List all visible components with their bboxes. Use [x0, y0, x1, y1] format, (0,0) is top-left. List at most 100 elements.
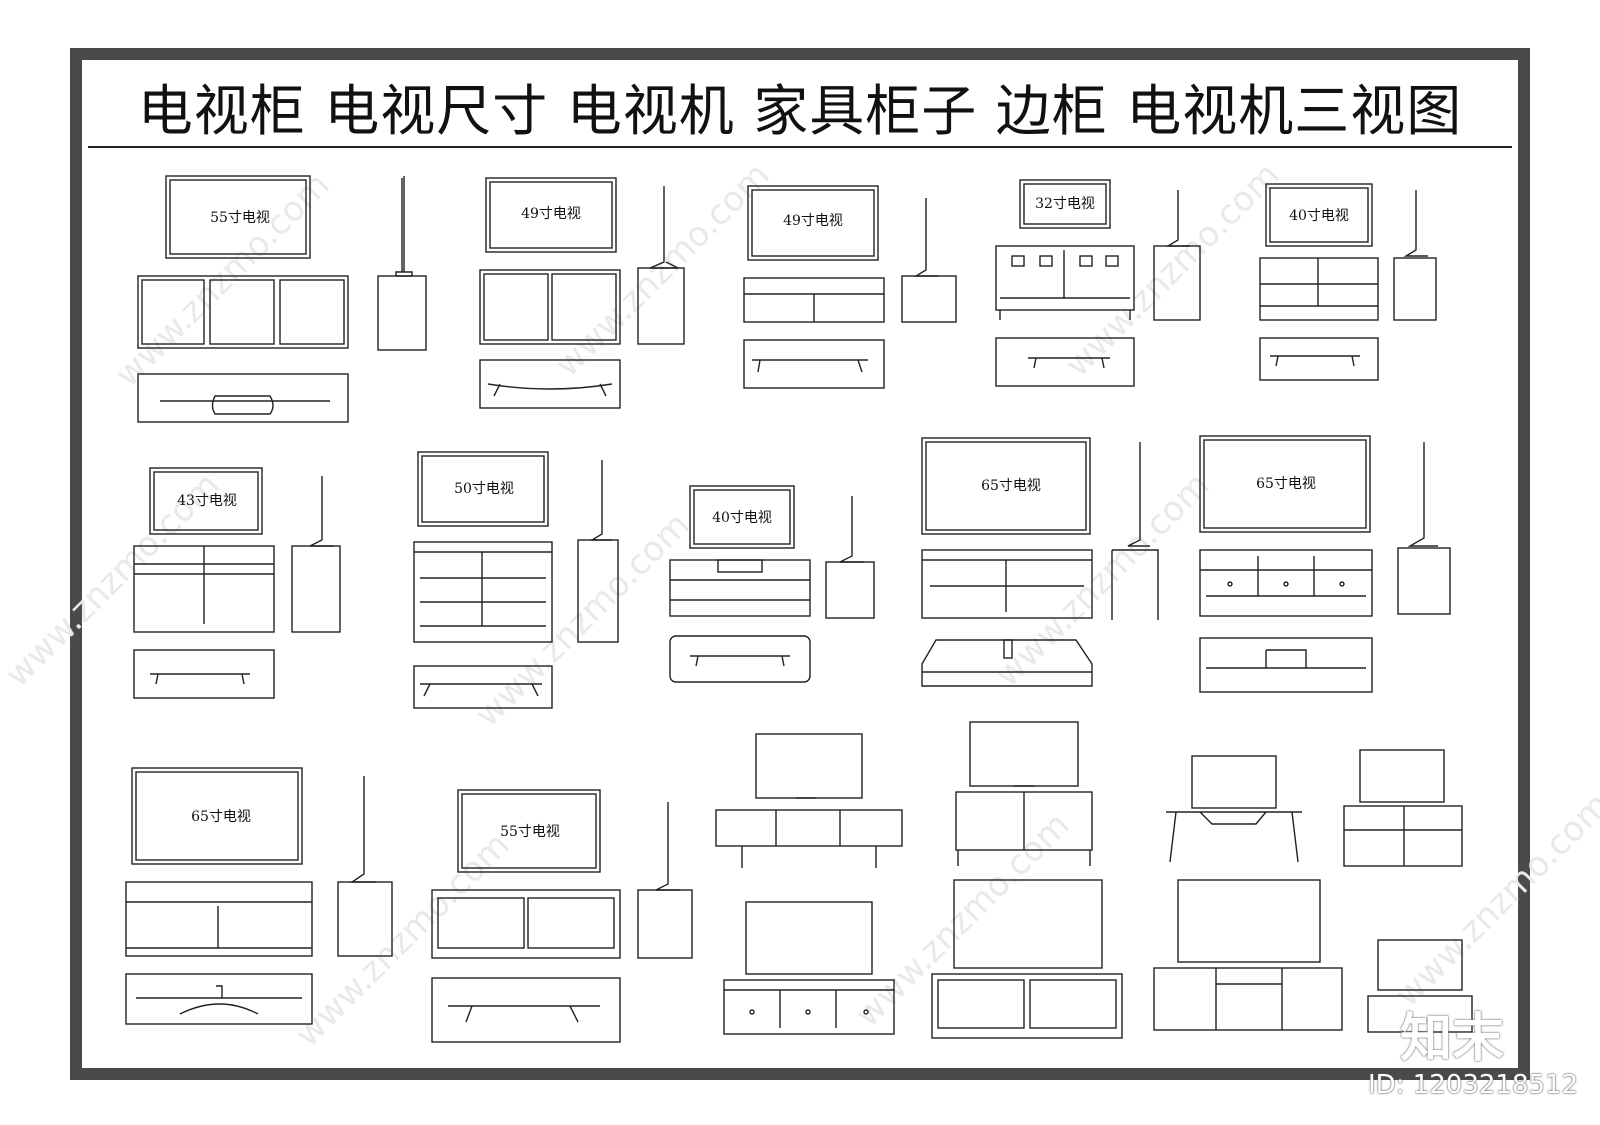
tv-set-r3e [1153, 755, 1343, 1031]
top-view [1259, 337, 1379, 381]
cabinet-front-view [137, 275, 349, 349]
tv-size-label: 65寸电视 [981, 478, 1041, 494]
tv-on-stand-front [1359, 749, 1445, 803]
top-view [413, 665, 553, 709]
tv-side-view [309, 476, 334, 547]
tv-front-view [689, 485, 795, 549]
tv-size-label: 65寸电视 [1256, 476, 1316, 492]
tv-side-view [349, 776, 376, 883]
tv-side-view [589, 460, 612, 541]
cabinet-front-view [931, 973, 1123, 1039]
tv-front-view [131, 767, 303, 865]
cabinet-side-view [1111, 549, 1159, 620]
tv-front-view [165, 175, 311, 259]
cabinet-front-view [921, 549, 1093, 619]
cabinet-front-view [431, 889, 621, 959]
top-view [995, 337, 1135, 387]
drawing-frame: 电视柜 电视尺寸 电视机 家具柜子 边柜 电视机三视图 [70, 48, 1530, 1080]
tv-set-r1b [479, 177, 685, 409]
tv-on-stand-front [1191, 755, 1277, 809]
tv-front-view [1199, 435, 1371, 533]
tv-front-view [953, 879, 1103, 969]
tv-set-r3d [931, 721, 1123, 1039]
cabinet-front-view [1343, 805, 1463, 867]
tv-size-label: 32寸电视 [1035, 196, 1095, 212]
top-view [743, 339, 885, 389]
top-view [479, 359, 621, 409]
tv-side-view [649, 186, 679, 269]
tv-side-view [1403, 190, 1428, 257]
tv-set-r2e [1199, 435, 1451, 693]
tv-set-r2c [669, 485, 875, 683]
tv-set-r3a [125, 767, 393, 1025]
cabinet-side-view [1393, 257, 1437, 321]
cabinet-side-view [637, 889, 693, 959]
tv-front-view [1377, 939, 1463, 991]
watermark-logo: 知末 [1400, 1009, 1505, 1069]
cabinet-side-view [1397, 547, 1451, 615]
cabinet-front-view [125, 881, 313, 957]
cabinet-front-view [715, 809, 903, 847]
cabinet-front-view [669, 559, 811, 617]
tv-on-stand-front [969, 721, 1079, 787]
tv-set-r1a [137, 175, 427, 423]
cabinet-front-view [1259, 257, 1379, 321]
drawing-sheet: 电视柜 电视尺寸 电视机 家具柜子 边柜 电视机三视图 [82, 60, 1518, 1068]
tv-front-view [417, 451, 549, 527]
cabinet-side-view [901, 275, 957, 323]
tv-side-view [1127, 442, 1150, 547]
title-bar: 电视柜 电视尺寸 电视机 家具柜子 边柜 电视机三视图 [88, 66, 1512, 148]
tv-front-view [1177, 879, 1321, 963]
tv-set-r1d [995, 179, 1201, 387]
tv-set-r2b [413, 451, 619, 709]
tv-front-view [457, 789, 601, 873]
watermark-id: ID: 1203218512 [1368, 1070, 1579, 1100]
cabinet-front-view [479, 269, 621, 345]
tv-set-r2a [133, 467, 341, 699]
cabinet-front-view [995, 245, 1135, 311]
tv-size-label: 40寸电视 [712, 510, 772, 526]
cabinet-side-view [825, 561, 875, 619]
cabinet-front-view [413, 541, 553, 643]
tv-front-view [745, 901, 873, 975]
tv-set-r2d [921, 437, 1159, 687]
tv-front-view [149, 467, 263, 535]
tv-size-label: 55寸电视 [210, 210, 270, 226]
tv-side-view [1407, 442, 1438, 547]
tv-side-view [913, 198, 938, 277]
top-view [921, 639, 1093, 687]
tv-size-label: 40寸电视 [1289, 208, 1349, 224]
tv-front-view [1019, 179, 1111, 229]
tv-side-view [1165, 190, 1190, 247]
tv-front-view [1265, 183, 1373, 247]
cabinet-side-view [291, 545, 341, 633]
cabinet-front-view [1199, 549, 1373, 617]
cabinet-side-view [1153, 245, 1201, 321]
cabinet-front-view [1367, 995, 1473, 1033]
tv-front-view [485, 177, 617, 253]
tv-set-r3b [431, 789, 693, 1043]
tv-front-view [921, 437, 1091, 535]
cabinet-side-view [637, 267, 685, 345]
top-view [669, 635, 811, 683]
cabinet-front-view [1153, 967, 1343, 1031]
tv-size-label: 65寸电视 [191, 809, 251, 825]
tv-side-view [395, 176, 413, 277]
cabinet-side-view [337, 881, 393, 957]
cabinet-side-view [577, 539, 619, 643]
tv-on-stand-front [755, 733, 863, 799]
table-front-view [1166, 811, 1302, 863]
cabinet-front-view [723, 979, 895, 1035]
tv-size-label: 49寸电视 [783, 213, 843, 229]
cabinet-side-view [377, 275, 427, 351]
tv-set-r3c [715, 733, 903, 1035]
page-title: 电视柜 电视尺寸 电视机 家具柜子 边柜 电视机三视图 [137, 79, 1463, 143]
tv-set-r1e [1259, 183, 1437, 381]
tv-front-view [747, 185, 879, 261]
tv-set-r3f [1343, 749, 1473, 1033]
top-view [133, 649, 275, 699]
tv-side-view [655, 802, 680, 891]
top-view [125, 973, 313, 1025]
tv-size-label: 55寸电视 [500, 824, 560, 840]
